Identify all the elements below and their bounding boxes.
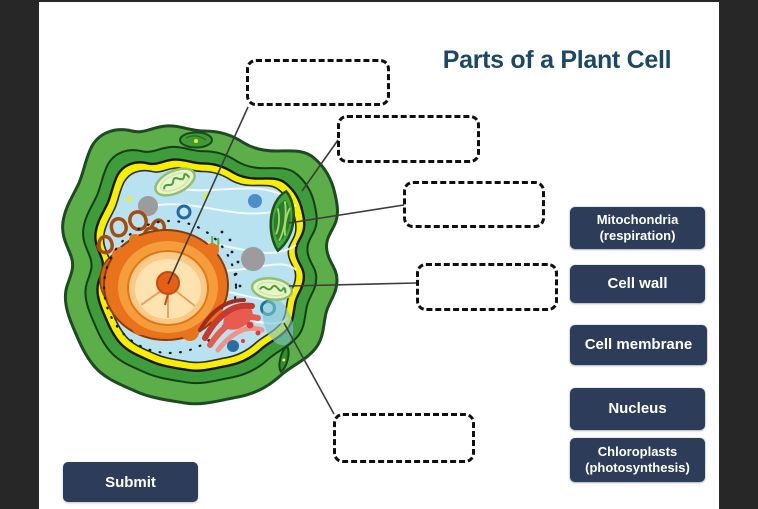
leader-line-chloroplasts	[288, 204, 405, 224]
plant-cell-diagram	[61, 106, 418, 415]
drop-zone-cell-membrane[interactable]	[333, 413, 475, 463]
leader-lines	[167, 106, 418, 415]
answer-tile-cell-wall[interactable]: Cell wall	[570, 265, 705, 303]
answer-tile-nucleus[interactable]: Nucleus	[570, 388, 705, 430]
golgi-apparatus-graphic	[198, 298, 265, 353]
drop-zone-cell-wall[interactable]	[337, 115, 480, 163]
nucleus-graphic	[102, 219, 242, 355]
chloroplast-on-wall-bottom	[276, 344, 292, 374]
answer-tile-cell-membrane[interactable]: Cell membrane	[570, 325, 707, 365]
leader-line-cell-wall	[301, 139, 339, 192]
leader-line-mitochondria	[288, 282, 418, 287]
drop-zone-mitochondria[interactable]	[416, 263, 558, 311]
chloroplast-graphic	[265, 188, 299, 254]
leader-line-cell-membrane	[283, 322, 335, 415]
ribosome-dots-cluster	[220, 230, 242, 288]
page-title: Parts of a Plant Cell	[442, 46, 672, 74]
ribosome-dots	[102, 219, 238, 355]
drop-zone-nucleus[interactable]	[246, 59, 390, 106]
vesicles	[138, 194, 294, 352]
answer-tile-mitochondria[interactable]: Mitochondria (respiration)	[570, 207, 705, 249]
drop-zone-chloroplasts[interactable]	[403, 181, 545, 228]
mitochondrion-graphic-top	[154, 167, 196, 197]
answer-tile-chloroplasts[interactable]: Chloroplasts (photosynthesis)	[570, 438, 705, 482]
submit-button[interactable]: Submit	[63, 462, 198, 502]
mitochondrion-graphic-right	[250, 276, 294, 302]
chloroplast-on-wall-top	[179, 131, 213, 149]
leader-line-nucleus	[167, 106, 249, 285]
worksheet-canvas: Parts of a Plant Cell	[39, 2, 719, 509]
